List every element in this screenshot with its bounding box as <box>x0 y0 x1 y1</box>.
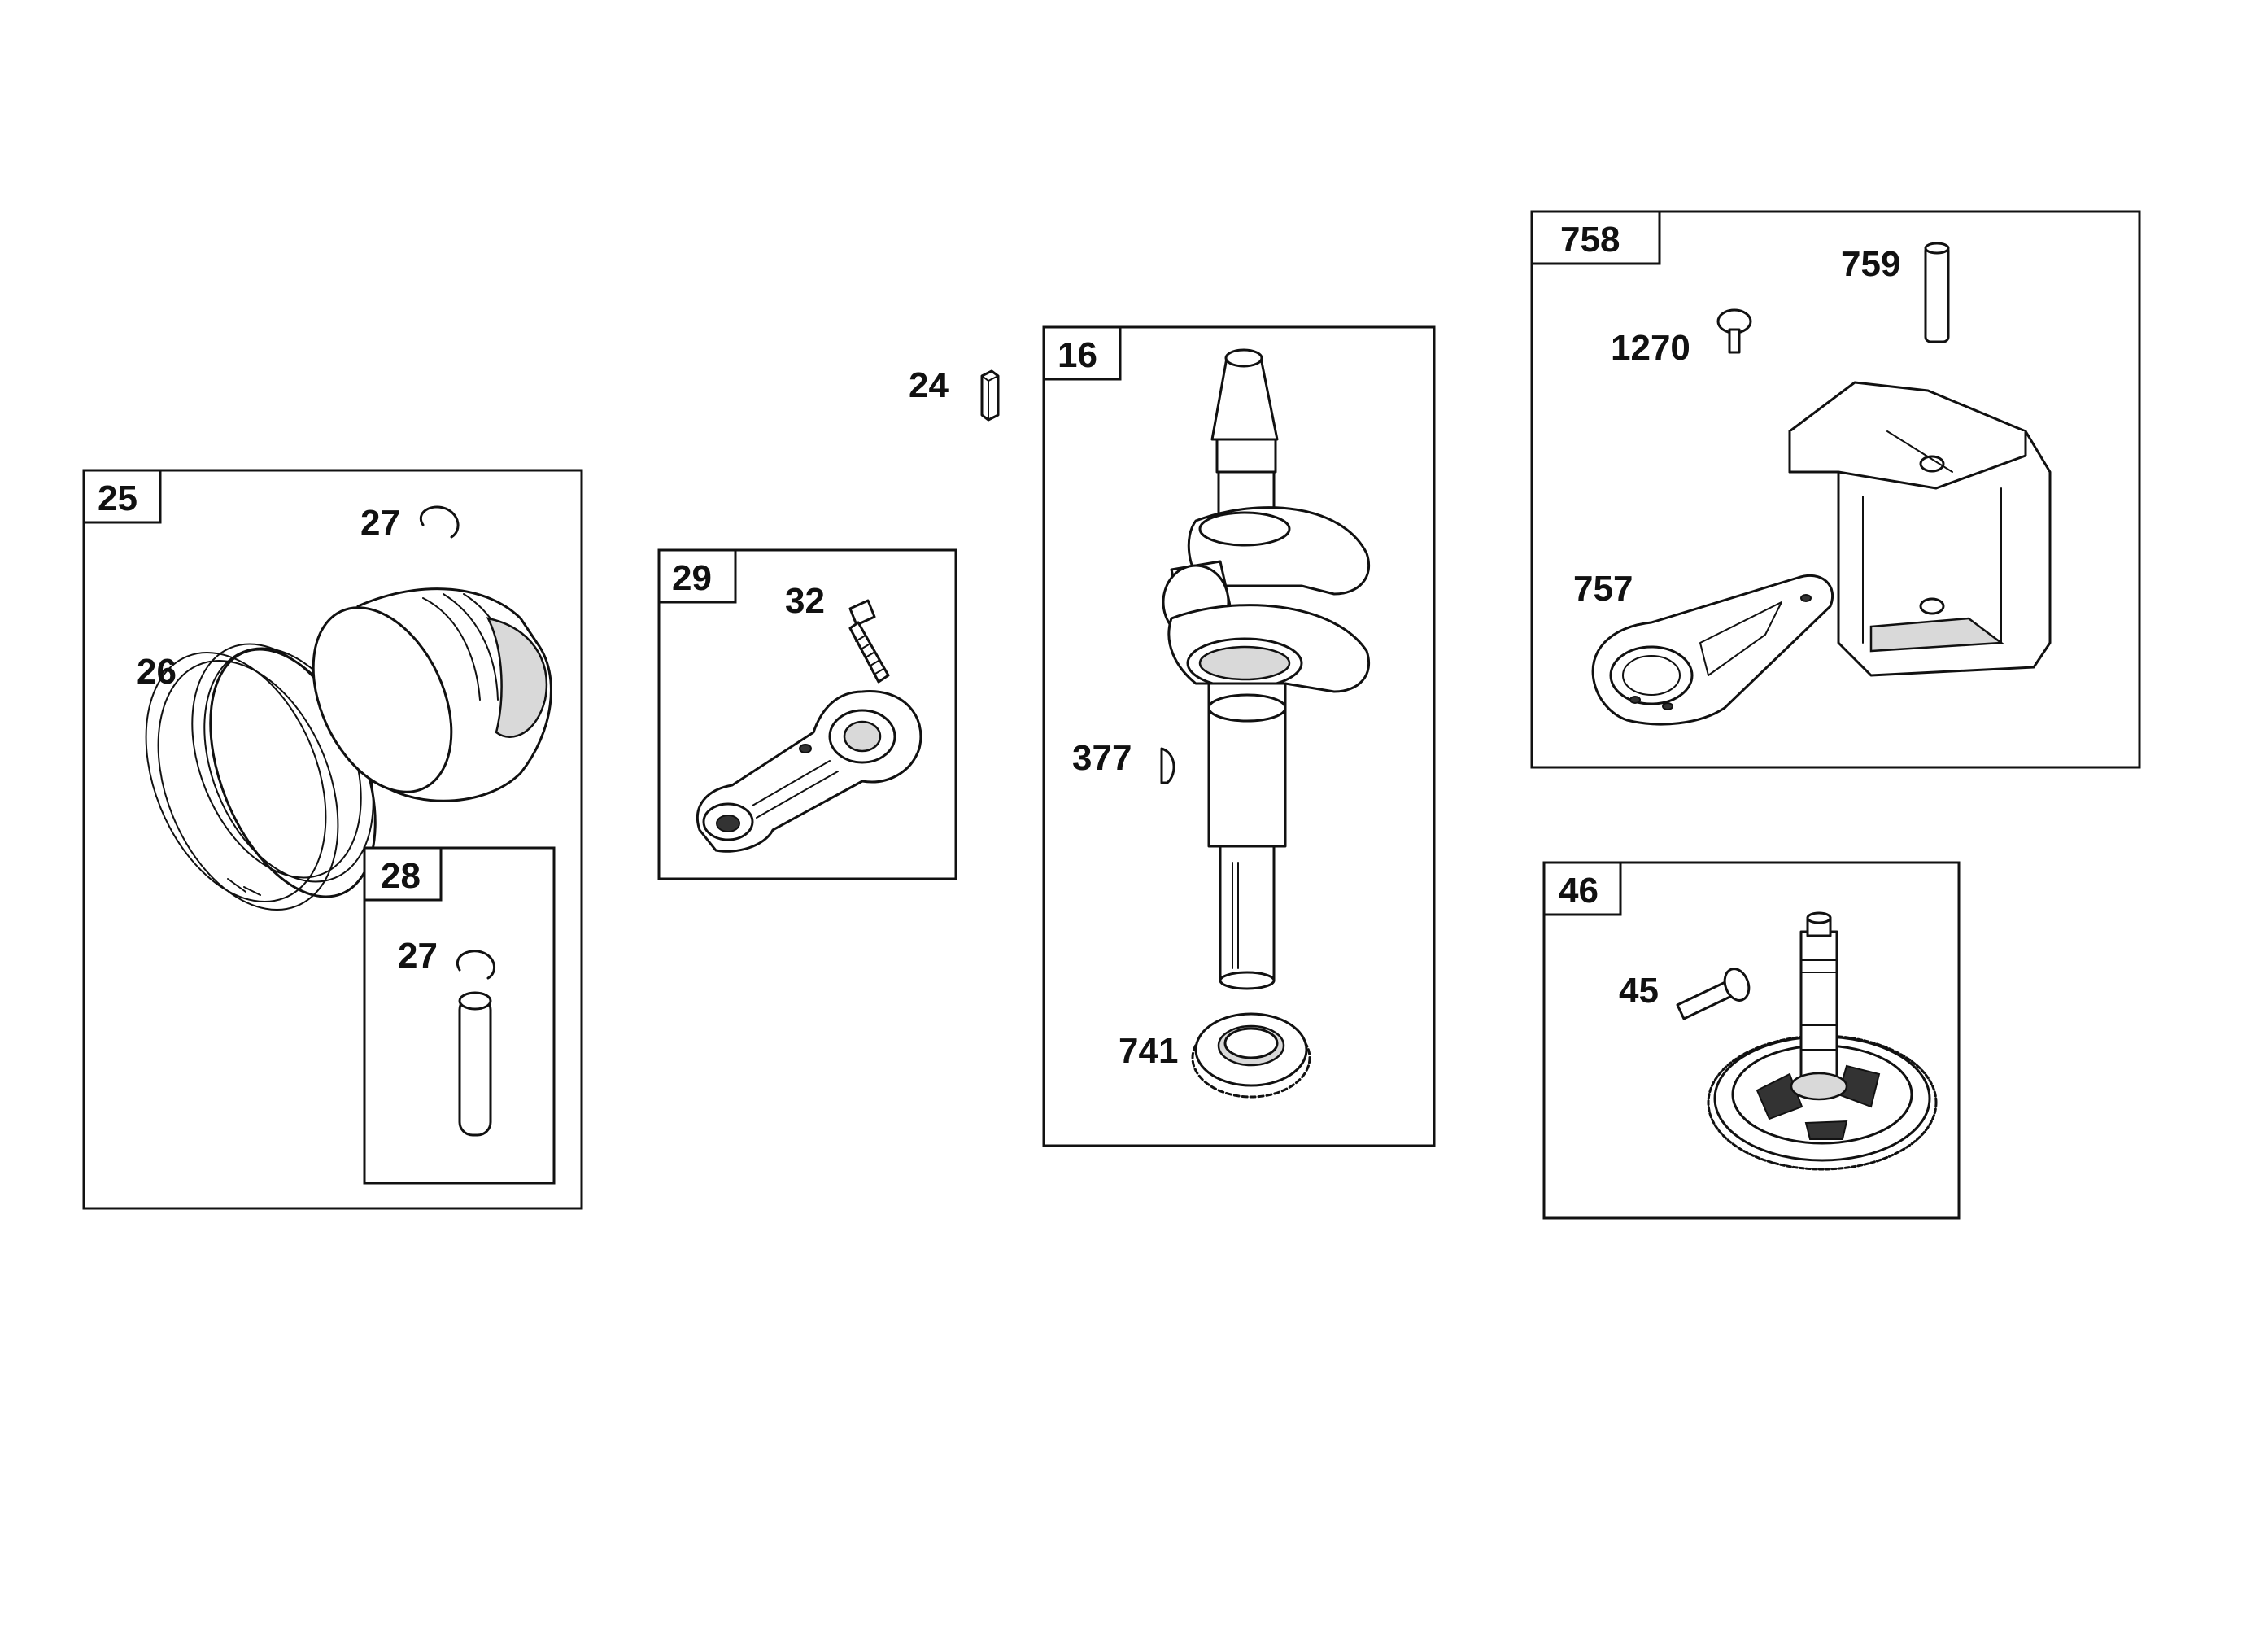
group-758-frame <box>1530 210 2141 769</box>
group-16-crankshaft: 16 377 <box>1042 325 1436 1147</box>
group-29-label: 29 <box>672 558 712 598</box>
callout-26: 26 <box>137 652 177 692</box>
callout-45: 45 <box>1619 971 1659 1011</box>
connecting-rod-part <box>696 690 922 853</box>
group-25-frame <box>82 469 583 1210</box>
retaining-clip-part <box>420 505 460 539</box>
screw-1270-part <box>1716 308 1752 354</box>
callout-27-lower: 27 <box>398 936 438 976</box>
callout-27-upper: 27 <box>360 503 400 543</box>
group-25-tab <box>82 469 162 524</box>
callout-759: 759 <box>1841 244 1900 284</box>
callout-377: 377 <box>1072 738 1132 778</box>
crank-gear-part <box>1191 1012 1311 1099</box>
callout-32: 32 <box>785 581 825 621</box>
group-25-piston-assembly: 25 27 26 <box>82 469 583 1210</box>
pin-759-part <box>1924 242 1950 343</box>
group-29-connecting-rod: 29 32 <box>657 548 957 880</box>
bracket-757-body-part <box>1788 381 2052 677</box>
callout-24: 24 <box>909 365 949 405</box>
group-28-piston-pin: 28 27 <box>363 846 556 1185</box>
crankshaft-part <box>1162 348 1371 990</box>
group-46-camshaft: 46 45 <box>1542 861 1961 1220</box>
pin-45-part <box>1676 968 1751 1020</box>
governor-arm-757-part <box>1591 574 1834 726</box>
group-758-label: 758 <box>1560 220 1620 260</box>
group-28-label: 28 <box>381 856 421 896</box>
group-46-frame <box>1542 861 1961 1220</box>
group-758-bracket-assembly: 758 759 1270 757 <box>1530 210 2141 769</box>
group-46-label: 46 <box>1559 871 1599 911</box>
group-16-tab <box>1042 325 1122 381</box>
group-758-tab <box>1530 210 1661 265</box>
retaining-clip-part <box>456 950 495 980</box>
group-29-tab <box>657 548 737 604</box>
group-46-tab <box>1542 861 1622 916</box>
group-28-frame <box>363 846 556 1185</box>
crank-key-part <box>1160 747 1175 784</box>
camshaft-gear-part <box>1707 911 1938 1171</box>
group-16-label: 16 <box>1058 335 1097 375</box>
group-28-tab <box>363 846 443 902</box>
group-16-frame <box>1042 325 1436 1147</box>
group-25-label: 25 <box>98 478 137 518</box>
key-24-part <box>980 369 1000 422</box>
rod-bolt-part <box>848 599 890 684</box>
piston-pin-part <box>458 991 492 1137</box>
piston-part <box>312 587 552 802</box>
callout-741: 741 <box>1119 1031 1178 1071</box>
callout-757: 757 <box>1573 569 1633 609</box>
callout-1270: 1270 <box>1611 328 1690 368</box>
group-29-frame <box>657 548 957 880</box>
